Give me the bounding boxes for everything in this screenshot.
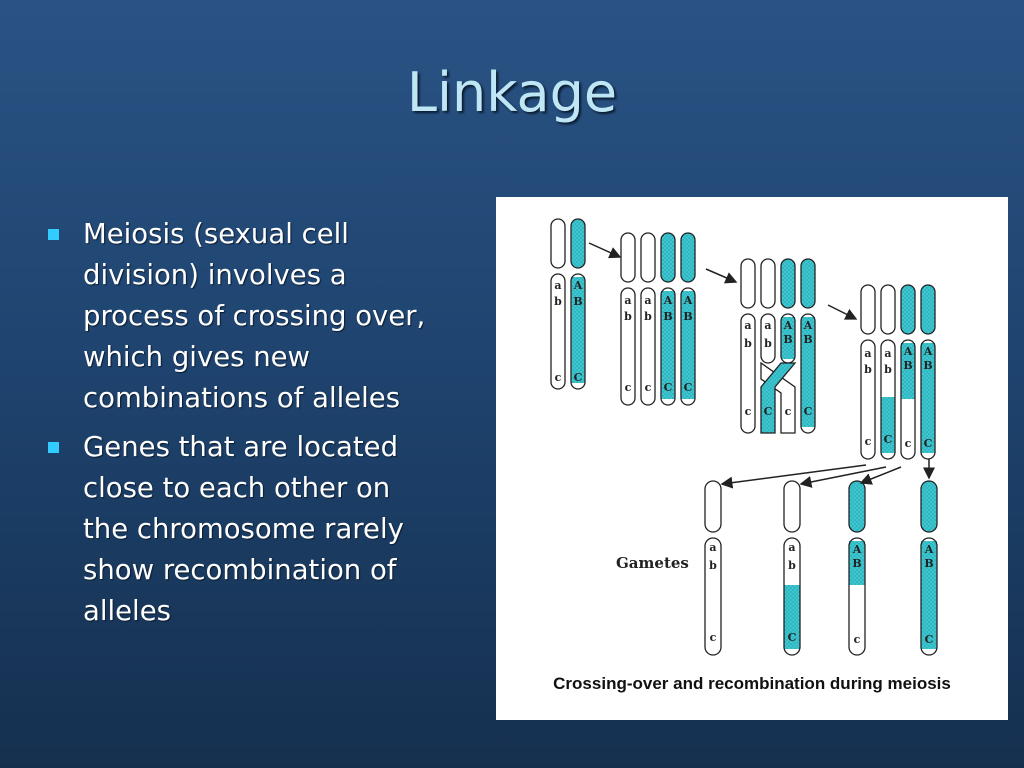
- allele-label: c: [865, 435, 872, 448]
- allele-label: A: [923, 345, 933, 358]
- chromosome: abC: [880, 284, 896, 460]
- allele-label: B: [683, 310, 692, 323]
- allele-label: A: [783, 319, 793, 332]
- allele-label: C: [925, 633, 934, 646]
- allele-label: c: [745, 405, 752, 418]
- allele-label: A: [852, 543, 862, 556]
- allele-label: a: [884, 347, 891, 360]
- allele-label: a: [644, 294, 651, 307]
- allele-label: C: [804, 405, 813, 418]
- arrow-icon: [720, 464, 867, 489]
- arrow-icon: [859, 466, 902, 485]
- allele-label: c: [854, 633, 861, 646]
- arrow-group: [588, 242, 935, 489]
- allele-label: a: [554, 279, 561, 292]
- allele-label: C: [884, 433, 893, 446]
- allele-label: b: [884, 363, 892, 376]
- arrow-icon: [588, 242, 622, 259]
- allele-label: C: [924, 437, 933, 450]
- chromosome: ABc: [848, 480, 866, 656]
- chromosome: AB C: [800, 258, 816, 434]
- square-bullet-icon: [48, 442, 59, 453]
- allele-label: b: [624, 310, 632, 323]
- bullet-item: Genes that are located close to each oth…: [44, 427, 444, 632]
- allele-label: a: [864, 347, 871, 360]
- allele-label: C: [764, 405, 773, 418]
- allele-label: B: [903, 359, 912, 372]
- allele-label: b: [709, 559, 717, 572]
- allele-label: b: [764, 337, 772, 350]
- allele-label: a: [744, 319, 751, 332]
- allele-label: a: [764, 319, 771, 332]
- chromosome: ab c: [620, 232, 636, 406]
- bullet-list: Meiosis (sexual cell division) involves …: [44, 214, 444, 640]
- allele-label: c: [905, 437, 912, 450]
- chromosome: AB C: [920, 284, 936, 460]
- chromosome: abC: [783, 480, 801, 656]
- chromosome: ab c: [704, 480, 722, 656]
- allele-label: c: [625, 381, 632, 394]
- allele-label: c: [710, 631, 717, 644]
- chromosome: AB C: [570, 218, 586, 390]
- crossover-arm: [760, 362, 797, 434]
- allele-label: A: [573, 279, 583, 292]
- chromosome: AB C: [660, 232, 676, 406]
- allele-label: a: [624, 294, 631, 307]
- allele-label: b: [788, 559, 796, 572]
- bullet-item: Meiosis (sexual cell division) involves …: [44, 214, 444, 419]
- allele-label: a: [709, 541, 716, 554]
- arrow-icon: [799, 466, 887, 488]
- allele-label: a: [788, 541, 795, 554]
- slide-title: Linkage: [406, 61, 618, 124]
- allele-label: c: [645, 381, 652, 394]
- allele-label: A: [803, 319, 813, 332]
- allele-label: c: [785, 405, 792, 418]
- allele-label: B: [573, 295, 582, 308]
- chromosome: AB C: [920, 480, 938, 656]
- allele-label: A: [924, 543, 934, 556]
- figure-caption: Crossing-over and recombination during m…: [553, 674, 951, 693]
- chromosome: ab c: [860, 284, 876, 460]
- allele-label: b: [644, 310, 652, 323]
- chromosome: AB: [780, 258, 796, 364]
- arrow-icon: [705, 268, 738, 284]
- chromosome: ab c: [640, 232, 656, 406]
- bullet-text: Genes that are located close to each oth…: [83, 431, 404, 627]
- allele-label: A: [663, 294, 673, 307]
- allele-label: A: [683, 294, 693, 307]
- allele-label: B: [663, 310, 672, 323]
- allele-label: b: [744, 337, 752, 350]
- chromosome: ab c: [550, 218, 566, 390]
- gametes-label: Gametes: [616, 554, 689, 572]
- allele-label: C: [574, 371, 583, 384]
- allele-label: C: [664, 381, 673, 394]
- allele-label: C: [684, 381, 693, 394]
- allele-label: b: [554, 295, 562, 308]
- bullet-text: Meiosis (sexual cell division) involves …: [83, 218, 426, 414]
- chromosome: ab: [760, 258, 776, 364]
- allele-label: B: [852, 557, 861, 570]
- allele-label: C: [788, 631, 797, 644]
- chromosome: ABc: [900, 284, 916, 460]
- allele-label: B: [924, 557, 933, 570]
- allele-label: B: [803, 333, 812, 346]
- chromosome: ab c: [740, 258, 756, 434]
- allele-label: A: [903, 345, 913, 358]
- chromosome: AB C: [680, 232, 696, 406]
- arrow-icon: [827, 304, 858, 320]
- square-bullet-icon: [48, 229, 59, 240]
- allele-label: b: [864, 363, 872, 376]
- allele-label: B: [783, 333, 792, 346]
- allele-label: B: [923, 359, 932, 372]
- allele-label: c: [555, 371, 562, 384]
